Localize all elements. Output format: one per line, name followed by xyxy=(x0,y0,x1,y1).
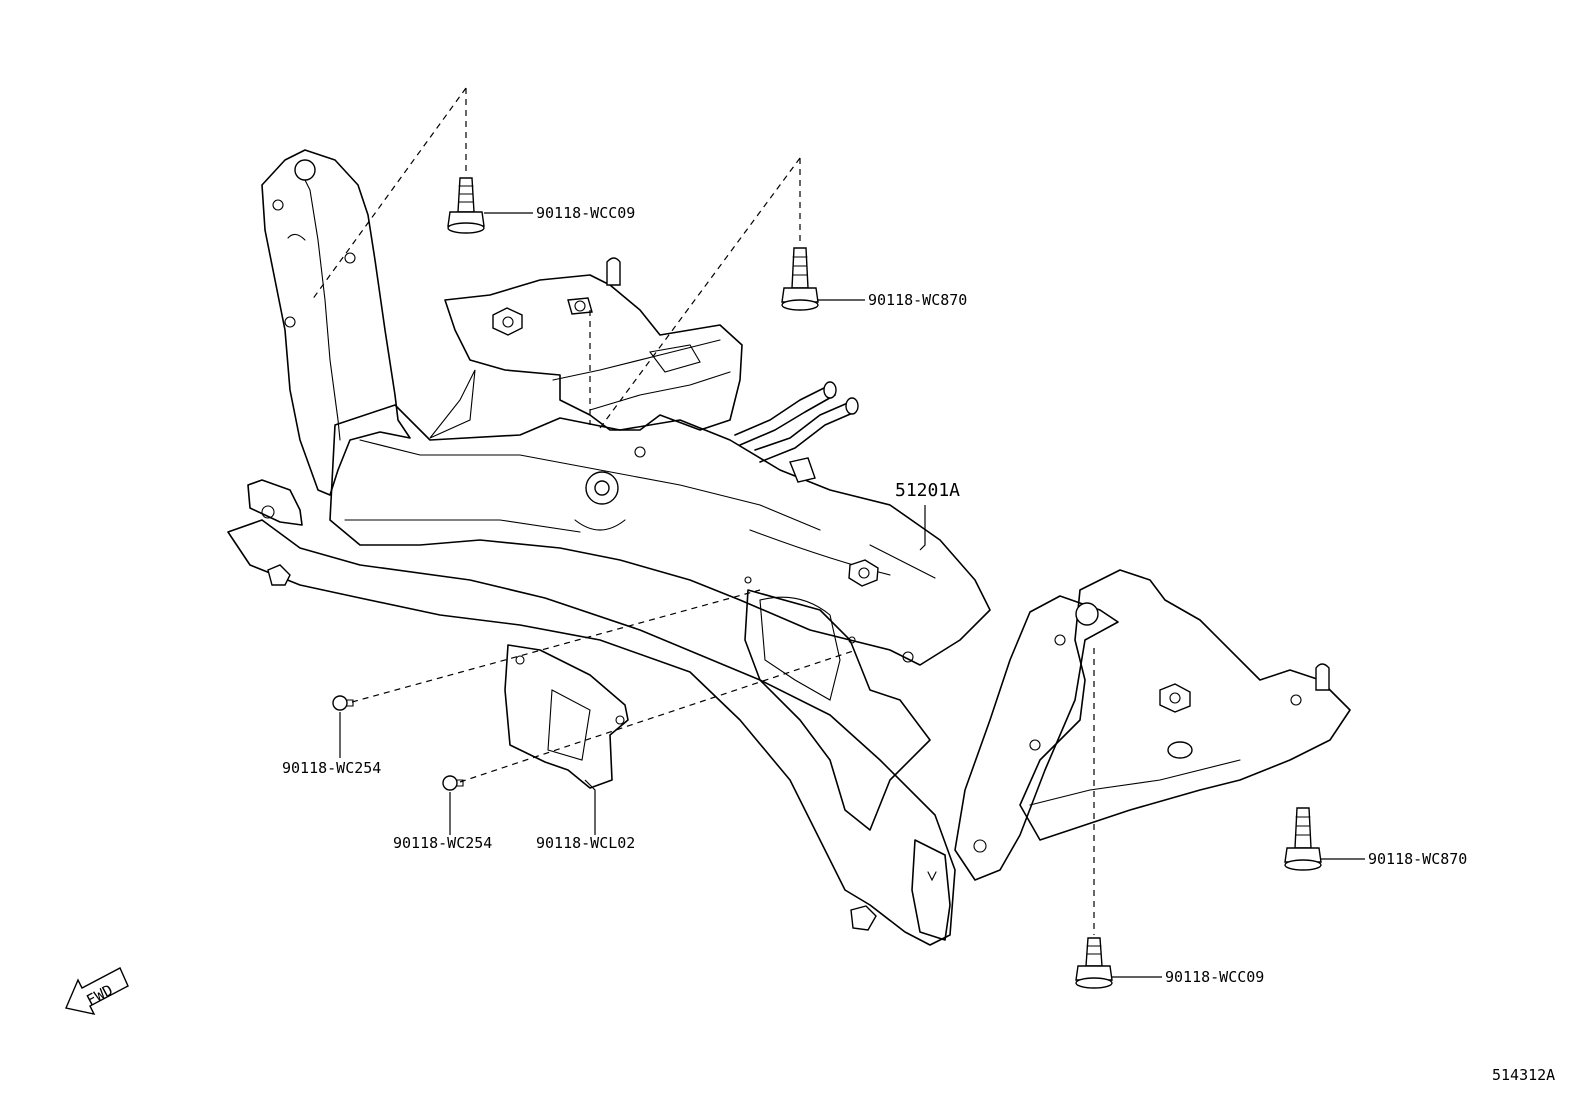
label-bolt-bottom-right: 90118-WCC09 xyxy=(1165,968,1264,986)
label-bolt-top-left: 90118-WCC09 xyxy=(536,204,635,222)
pipe-assembly xyxy=(734,381,859,483)
label-bolt-right: 90118-WC870 xyxy=(1368,850,1467,868)
bolt-top-left-icon xyxy=(447,177,485,234)
fwd-arrow-icon: FWD xyxy=(65,967,129,1015)
screw-left-icon xyxy=(332,695,354,711)
crossmember-body xyxy=(227,404,991,946)
screw-mid-icon xyxy=(442,775,464,791)
bolt-right-icon xyxy=(1284,807,1322,871)
rear-mount-bracket xyxy=(429,257,743,439)
bolt-top-right-icon xyxy=(781,247,819,311)
left-arm-bracket xyxy=(247,149,411,586)
diagram-id: 514312A xyxy=(1492,1066,1555,1084)
label-crossmember: 51201A xyxy=(895,480,960,501)
cover-plate xyxy=(504,644,629,789)
leader-lines xyxy=(339,212,1365,978)
label-screw-mid: 90118-WC254 xyxy=(393,834,492,852)
right-arm-bracket xyxy=(850,569,1351,941)
label-cover: 90118-WCL02 xyxy=(536,834,635,852)
label-screw-left: 90118-WC254 xyxy=(282,759,381,777)
label-bolt-top-right: 90118-WC870 xyxy=(868,291,967,309)
bolt-bottom-right-icon xyxy=(1075,937,1113,989)
assembly-lines xyxy=(311,87,1095,935)
